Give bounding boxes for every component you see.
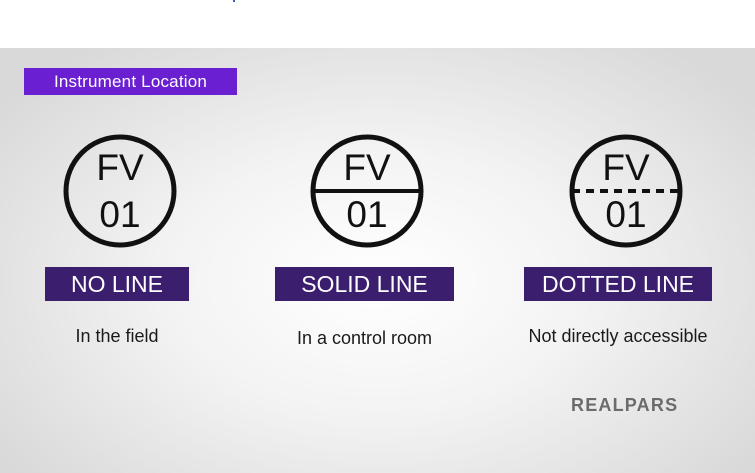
instrument-symbol-solid-line: FV 01 [310,134,424,248]
slide-panel [0,48,755,473]
caption-in-a-control-room: In a control room [296,328,433,348]
tag-number: 01 [605,194,646,235]
label-solid-line: SOLID LINE [275,267,454,301]
label-dotted-line: DOTTED LINE [524,267,712,301]
caption-not-directly-accessible: Not directly accessible [528,326,708,346]
realpars-logo: REALPARS [571,395,678,415]
slide-title: Instrument Location [24,68,237,95]
top-speck [233,0,235,2]
top-white-strip [0,0,755,48]
instrument-symbol-dotted-line: FV 01 [569,134,683,248]
tag-letters: FV [96,147,144,188]
tag-letters: FV [343,147,391,188]
tag-number: 01 [346,194,387,235]
tag-number: 01 [99,194,140,235]
logo-text: REALPARS [571,395,678,415]
tag-letters: FV [602,147,650,188]
instrument-symbol-no-line: FV 01 [63,134,177,248]
caption-in-the-field: In the field [75,326,159,346]
label-no-line: NO LINE [45,267,189,301]
